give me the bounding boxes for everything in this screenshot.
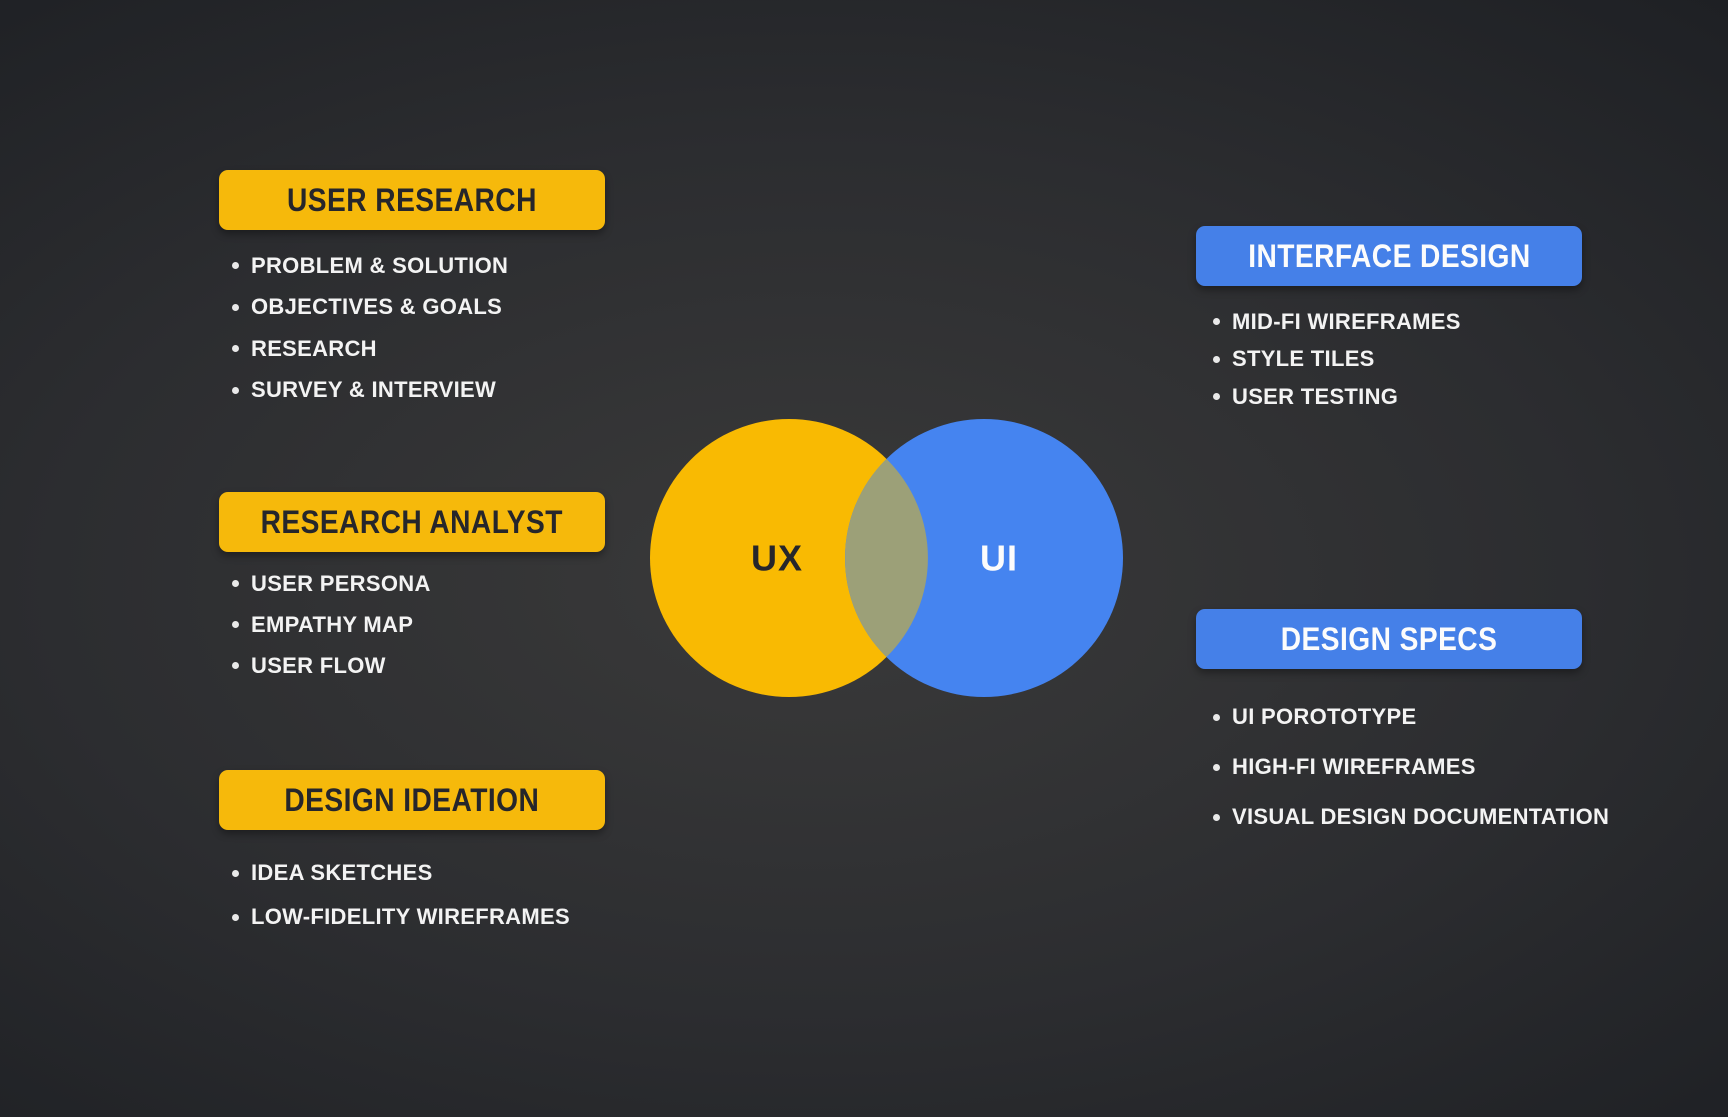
design-ideation-header: DESIGN IDEATION <box>219 770 605 830</box>
list-item-label: STYLE TILES <box>1232 346 1375 372</box>
research-analyst-list: USER PERSONA EMPATHY MAP USER FLOW <box>232 563 431 686</box>
bullet-dot <box>232 580 239 587</box>
bullet-dot <box>1213 713 1220 721</box>
list-item: IDEA SKETCHES <box>232 851 570 895</box>
list-item: LOW-FIDELITY WIREFRAMES <box>232 895 570 939</box>
user-research-list: PROBLEM & SOLUTION OBJECTIVES & GOALS RE… <box>232 245 508 411</box>
interface-design-list: MID-FI WIREFRAMES STYLE TILES USER TESTI… <box>1213 303 1461 416</box>
bullet-dot <box>1213 355 1220 363</box>
bullet-dot <box>1213 813 1220 821</box>
user-research-header: USER RESEARCH <box>219 170 605 230</box>
list-item: EMPATHY MAP <box>232 604 431 645</box>
list-item-label: HIGH-FI WIREFRAMES <box>1232 754 1476 779</box>
list-item-label: LOW-FIDELITY WIREFRAMES <box>251 904 570 929</box>
list-item: SURVEY & INTERVIEW <box>232 370 508 412</box>
research-analyst-title: RESEARCH ANALYST <box>260 503 564 540</box>
design-specs-header: DESIGN SPECS <box>1196 609 1582 669</box>
design-specs-list: UI POROTOTYPE HIGH-FI WIREFRAMES VISUAL … <box>1213 692 1609 842</box>
bullet-dot <box>232 303 239 311</box>
bullet-dot <box>1213 393 1220 401</box>
research-analyst-header: RESEARCH ANALYST <box>219 492 605 552</box>
list-item-label: OBJECTIVES & GOALS <box>251 294 503 320</box>
list-item-label: USER TESTING <box>1232 383 1399 409</box>
list-item-label: PROBLEM & SOLUTION <box>251 252 509 278</box>
list-item: USER FLOW <box>232 645 431 686</box>
list-item: VISUAL DESIGN DOCUMENTATION <box>1213 792 1609 842</box>
list-item-label: USER FLOW <box>251 652 386 678</box>
list-item-label: RESEARCH <box>251 335 377 361</box>
bullet-dot <box>1213 318 1220 326</box>
list-item-label: UI POROTOTYPE <box>1232 704 1417 729</box>
bullet-dot <box>232 345 239 353</box>
list-item-label: MID-FI WIREFRAMES <box>1232 308 1461 334</box>
ux-circle <box>650 419 928 697</box>
bullet-dot <box>1213 763 1220 771</box>
bullet-dot <box>232 662 239 669</box>
venn-overlap <box>845 459 928 657</box>
list-item: OBJECTIVES & GOALS <box>232 287 508 329</box>
design-ideation-title: DESIGN IDEATION <box>284 781 540 818</box>
list-item-label: IDEA SKETCHES <box>251 860 433 885</box>
bullet-dot <box>232 262 239 270</box>
user-research-title: USER RESEARCH <box>287 181 537 218</box>
list-item-label: SURVEY & INTERVIEW <box>251 377 497 403</box>
ux-ui-venn-diagram: UX UI <box>650 419 1123 697</box>
list-item: PROBLEM & SOLUTION <box>232 245 508 287</box>
interface-design-header: INTERFACE DESIGN <box>1196 226 1582 286</box>
ui-label: UI <box>980 538 1018 579</box>
list-item: HIGH-FI WIREFRAMES <box>1213 742 1609 792</box>
list-item: MID-FI WIREFRAMES <box>1213 303 1461 341</box>
design-ideation-list: IDEA SKETCHES LOW-FIDELITY WIREFRAMES <box>232 851 570 939</box>
list-item-label: VISUAL DESIGN DOCUMENTATION <box>1232 804 1610 829</box>
bullet-dot <box>232 621 239 628</box>
list-item: RESEARCH <box>232 328 508 370</box>
list-item: STYLE TILES <box>1213 341 1461 379</box>
bullet-dot <box>232 386 239 394</box>
list-item-label: USER PERSONA <box>251 570 431 596</box>
design-specs-title: DESIGN SPECS <box>1280 620 1498 657</box>
interface-design-title: INTERFACE DESIGN <box>1247 237 1531 274</box>
list-item: USER TESTING <box>1213 378 1461 416</box>
ux-label: UX <box>751 538 803 579</box>
bullet-dot <box>232 869 239 877</box>
list-item: USER PERSONA <box>232 563 431 604</box>
list-item-label: EMPATHY MAP <box>251 611 414 637</box>
bullet-dot <box>232 913 239 921</box>
ui-circle <box>845 419 1123 697</box>
list-item: UI POROTOTYPE <box>1213 692 1609 742</box>
